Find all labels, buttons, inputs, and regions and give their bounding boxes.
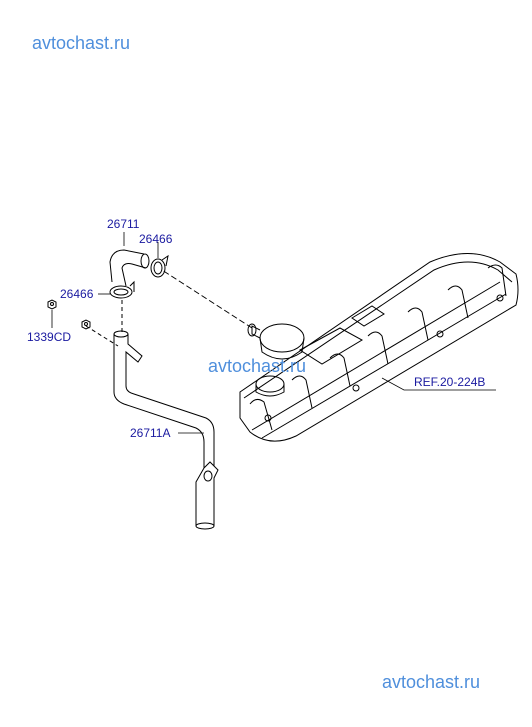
label-clamp-left: 26466 bbox=[60, 287, 94, 301]
label-hose-upper: 26711 bbox=[107, 217, 140, 231]
rocker-cover bbox=[239, 253, 519, 442]
label-nut: 1339CD bbox=[27, 330, 71, 344]
clamp-left bbox=[109, 280, 135, 299]
watermark-top: avtochast.ru bbox=[32, 33, 131, 53]
leader-dashed-nut bbox=[85, 325, 119, 347]
nut-upper bbox=[47, 299, 57, 310]
clamp-right bbox=[150, 254, 169, 278]
upper-hose bbox=[109, 249, 150, 287]
watermark-bottom: avtochast.ru bbox=[382, 672, 481, 692]
label-leaders bbox=[51, 232, 496, 434]
lower-hose bbox=[113, 330, 219, 530]
leader-dashed bbox=[161, 269, 253, 329]
label-hose-lower: 26711A bbox=[130, 426, 170, 440]
label-reference: REF.20-224B bbox=[414, 375, 485, 389]
watermark-middle: avtochast.ru bbox=[208, 356, 307, 376]
label-clamp-right: 26466 bbox=[139, 232, 173, 246]
nut-lower bbox=[81, 319, 91, 330]
